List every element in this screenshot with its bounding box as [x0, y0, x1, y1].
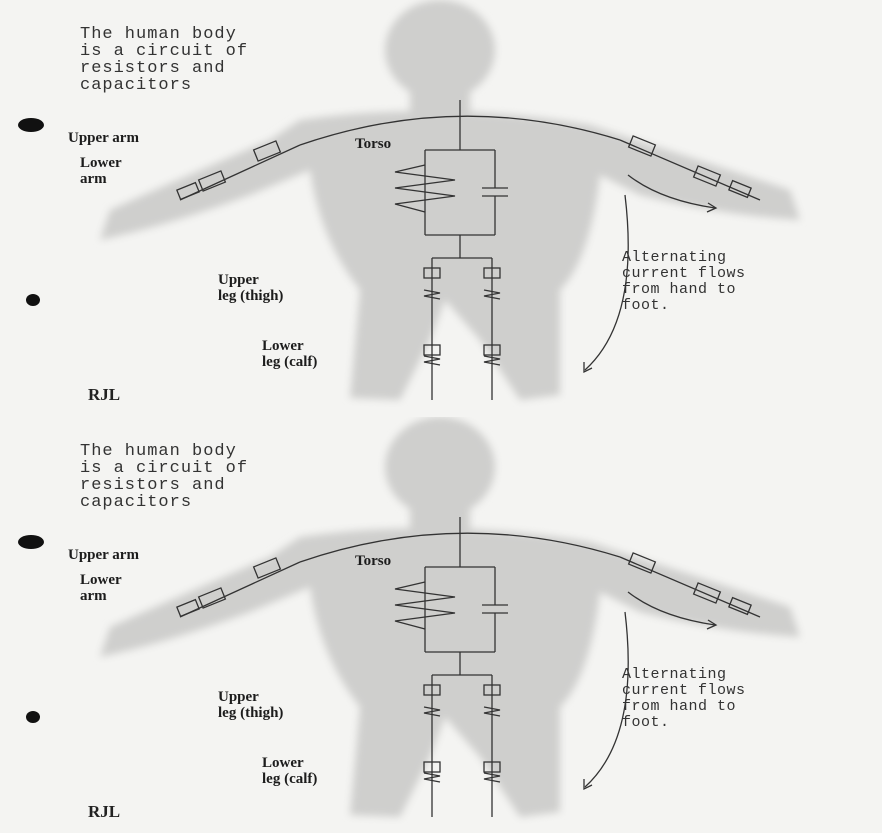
- label-upper-leg: Upper leg (thigh): [218, 689, 283, 721]
- bullet-dot: [26, 711, 40, 723]
- label-torso: Torso: [355, 553, 391, 569]
- author-signature: RJL: [88, 802, 120, 822]
- label-lower-arm: Lower arm: [80, 155, 122, 187]
- label-lower-arm: Lower arm: [80, 572, 122, 604]
- diagram-panel-2: The human body is a circuit of resistors…: [0, 417, 882, 833]
- label-upper-leg: Upper leg (thigh): [218, 272, 283, 304]
- current-flow-note: Alternating current flows from hand to f…: [622, 250, 746, 314]
- label-lower-leg: Lower leg (calf): [262, 755, 317, 787]
- bullet-dot: [18, 535, 44, 549]
- diagram-panel-1: The human body is a circuit of resistors…: [0, 0, 882, 416]
- bullet-dot: [26, 294, 40, 306]
- label-torso: Torso: [355, 136, 391, 152]
- label-lower-leg: Lower leg (calf): [262, 338, 317, 370]
- label-upper-arm: Upper arm: [68, 130, 139, 146]
- diagram-title: The human body is a circuit of resistors…: [80, 443, 248, 511]
- diagram-title: The human body is a circuit of resistors…: [80, 26, 248, 94]
- current-flow-note: Alternating current flows from hand to f…: [622, 667, 746, 731]
- bullet-dot: [18, 118, 44, 132]
- author-signature: RJL: [88, 385, 120, 405]
- label-upper-arm: Upper arm: [68, 547, 139, 563]
